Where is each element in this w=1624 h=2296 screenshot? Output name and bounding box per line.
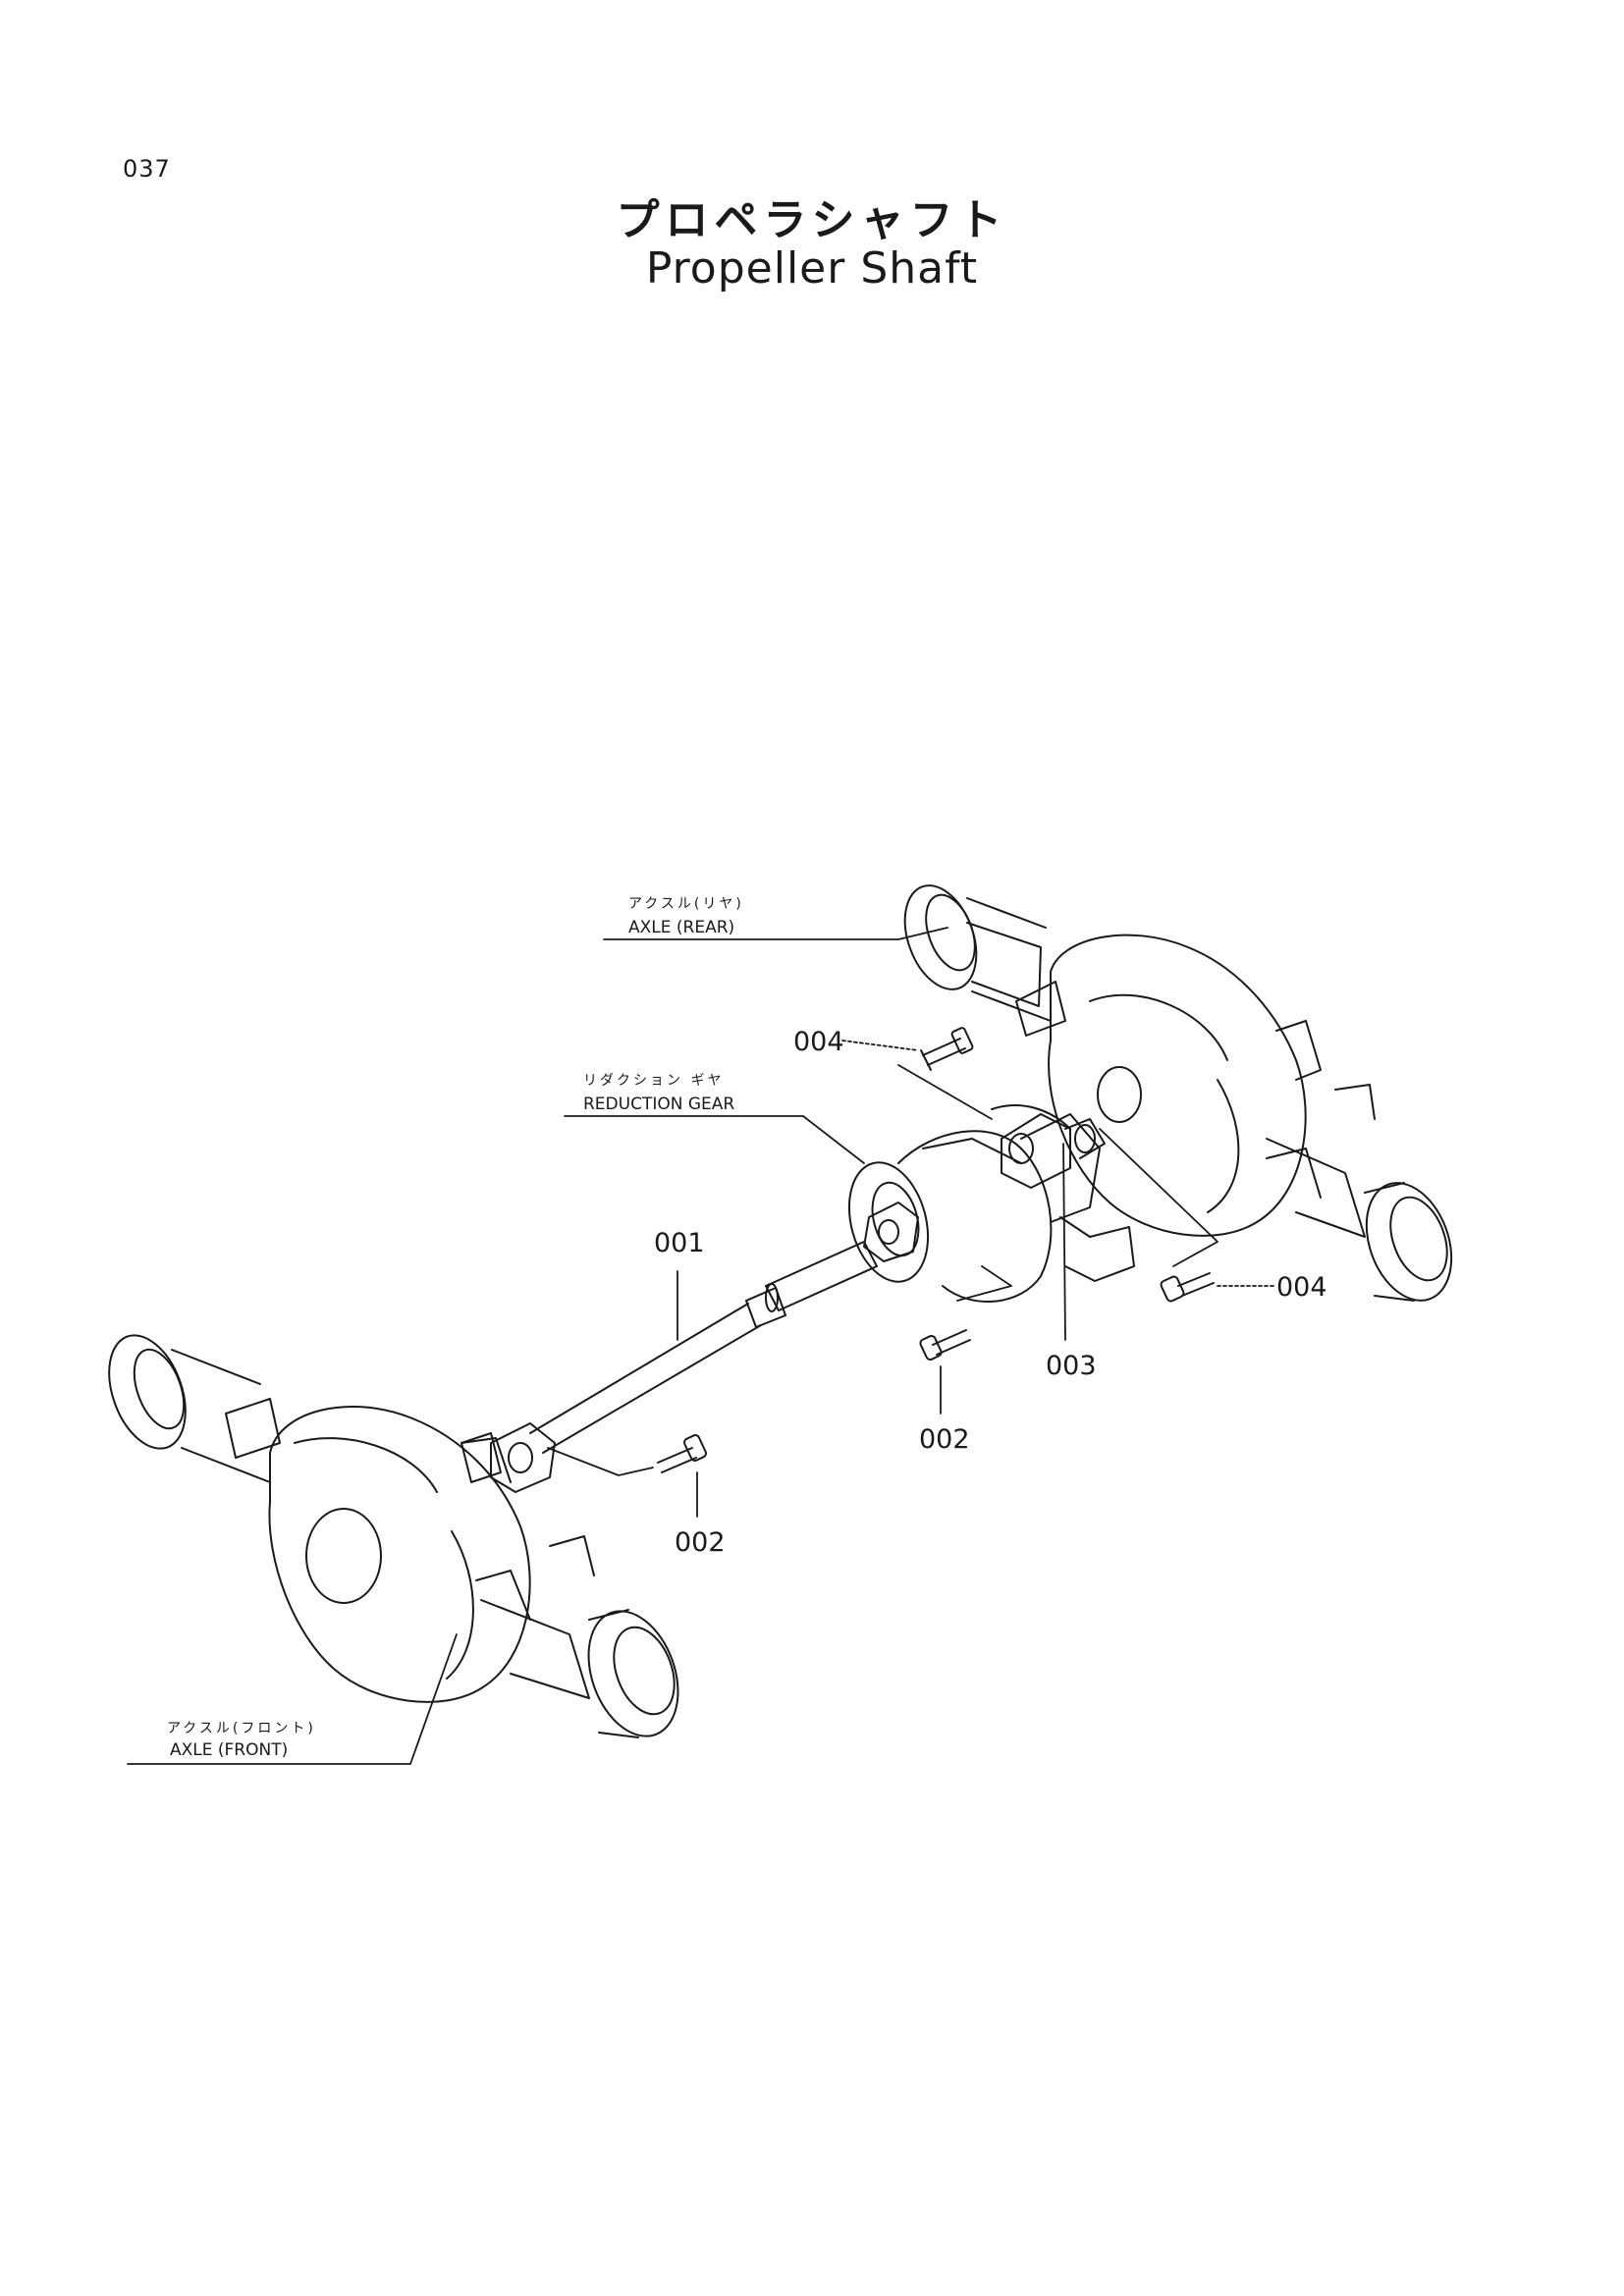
front-axle-illustration: [108, 1334, 679, 1738]
axle-front-label-jp: アクスル(フロント): [167, 1721, 316, 1736]
page-number: 037: [123, 155, 171, 183]
part-number-003: 003: [1046, 1351, 1097, 1381]
leader-lines: [127, 927, 1275, 1765]
axle-rear-label-en: AXLE (REAR): [628, 918, 734, 937]
reduction-gear-label-en: REDUCTION GEAR: [583, 1095, 734, 1114]
bolt-002-upper-icon: [919, 1329, 971, 1362]
bolt-004-upper-icon: [920, 1027, 974, 1071]
reduction-gear-label-jp: リダクション ギヤ: [583, 1073, 724, 1089]
reduction-gear-illustration: [847, 1104, 1135, 1303]
part-number-002-upper: 002: [919, 1424, 970, 1455]
propeller-shaft-illustration: [460, 1241, 878, 1493]
page-title-english: Propeller Shaft: [645, 243, 979, 294]
page-title-japanese: プロペラシャフト: [616, 195, 1008, 245]
rear-axle-illustration: [903, 884, 1453, 1302]
part-number-002-lower: 002: [675, 1527, 726, 1558]
part-number-004-upper: 004: [793, 1027, 844, 1057]
part-number-001: 001: [654, 1228, 705, 1258]
axle-rear-label-jp: アクスル(リヤ): [628, 896, 744, 912]
bolt-004-right-icon: [1160, 1272, 1215, 1303]
part-number-004-right: 004: [1276, 1272, 1327, 1303]
axle-front-label-en: AXLE (FRONT): [170, 1740, 288, 1760]
bolt-002-lower-icon: [657, 1434, 708, 1473]
